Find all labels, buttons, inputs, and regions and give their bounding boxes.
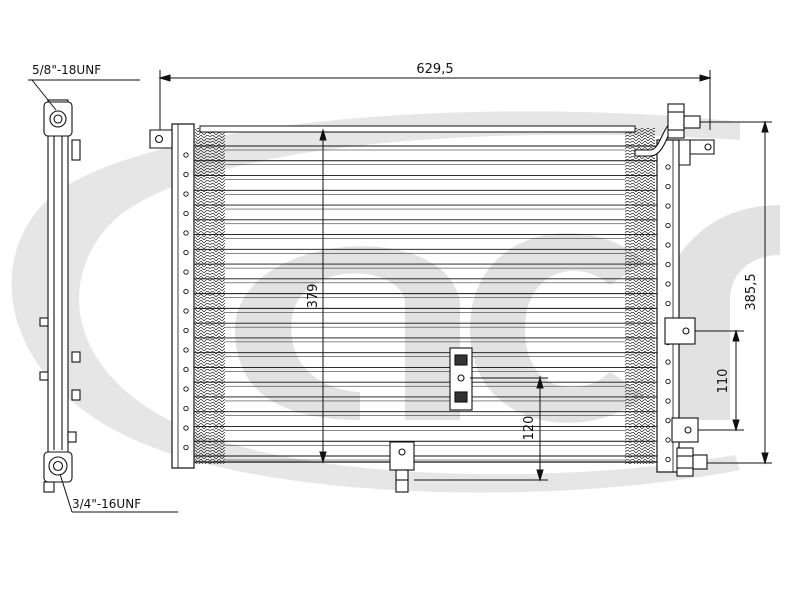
rivet bbox=[665, 398, 671, 404]
rivet bbox=[183, 191, 189, 197]
dimension-overall-height-label: 385,5 bbox=[744, 273, 759, 310]
rivet bbox=[183, 249, 189, 256]
side-view bbox=[39, 99, 81, 493]
fin-band-left bbox=[195, 128, 225, 464]
top-fitting-thread-label: 5/8"-18UNF bbox=[32, 63, 101, 77]
rivet bbox=[665, 456, 671, 463]
right-lower-bracket bbox=[671, 417, 699, 443]
dimension-core-height bbox=[319, 128, 327, 464]
thread-leaders bbox=[28, 79, 178, 513]
dimension-overall-width bbox=[158, 70, 712, 130]
rivet bbox=[183, 444, 189, 451]
rivet bbox=[183, 210, 189, 217]
watermark-letter-r bbox=[675, 205, 780, 420]
fin-band-right bbox=[625, 128, 655, 464]
watermark-letter-a bbox=[235, 246, 460, 420]
rivet bbox=[665, 242, 671, 248]
outlet-fitting bbox=[676, 447, 708, 477]
watermark-letter-c bbox=[470, 232, 645, 423]
dimension-overall-width-label: 629,5 bbox=[416, 62, 453, 77]
condenser-tubes bbox=[194, 145, 657, 461]
dimension-bracket-spacing bbox=[695, 329, 744, 432]
watermark-logo bbox=[11, 111, 780, 493]
rivet bbox=[665, 164, 671, 170]
inlet-pipe-fitting bbox=[634, 103, 715, 166]
rivet bbox=[183, 288, 189, 295]
rivet bbox=[183, 269, 189, 275]
rivet bbox=[665, 222, 671, 229]
rivet bbox=[665, 183, 671, 190]
left-manifold bbox=[171, 123, 195, 469]
dimension-lower-bracket-height-label: 120 bbox=[522, 416, 537, 441]
rivet bbox=[665, 437, 671, 443]
rivet bbox=[665, 261, 671, 268]
dimension-core-height-label: 379 bbox=[306, 284, 321, 309]
condenser-core bbox=[171, 123, 680, 473]
rivet bbox=[183, 327, 189, 334]
rivet bbox=[183, 366, 189, 373]
rivet bbox=[183, 171, 189, 178]
rivet bbox=[665, 203, 671, 209]
right-mid-bracket bbox=[664, 317, 696, 345]
rivet bbox=[183, 308, 189, 314]
bottom-fitting-thread-label: 3/4"-16UNF bbox=[72, 497, 141, 511]
rivet bbox=[665, 300, 671, 307]
dimension-lower-bracket-height bbox=[414, 376, 548, 482]
rivet bbox=[183, 347, 189, 353]
rivet bbox=[183, 425, 189, 431]
center-clip-bracket bbox=[449, 347, 473, 411]
dimension-overall-height bbox=[700, 120, 772, 465]
bottom-mounting-pin bbox=[389, 441, 415, 493]
top-header bbox=[199, 125, 636, 133]
rivet bbox=[183, 230, 189, 236]
rivet bbox=[183, 386, 189, 392]
rivet bbox=[183, 405, 189, 412]
rivet bbox=[183, 152, 189, 158]
rivet bbox=[665, 378, 671, 385]
rivet bbox=[665, 281, 671, 287]
left-mounting-lug bbox=[149, 129, 173, 149]
rivet bbox=[665, 359, 671, 365]
rivet bbox=[665, 417, 671, 424]
dimension-bracket-spacing-label: 110 bbox=[716, 369, 731, 394]
